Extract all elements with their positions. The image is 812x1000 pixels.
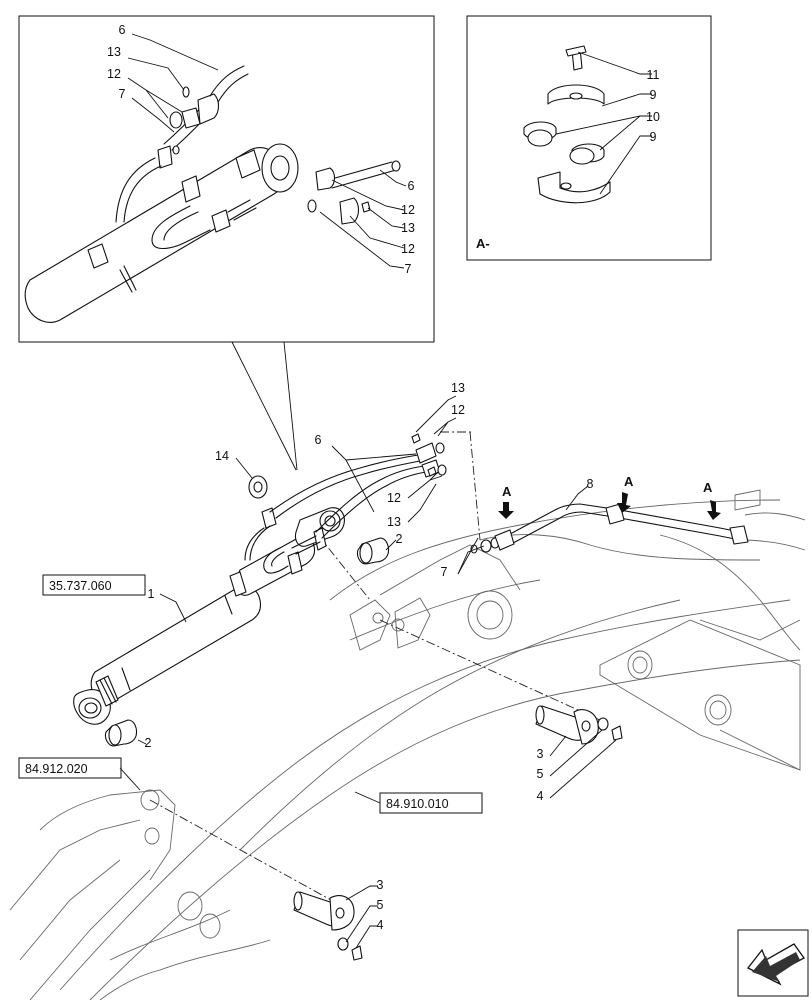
part-callout-number[interactable]: 13 [387,515,401,529]
part-callout-number[interactable]: 11 [647,68,660,82]
part-callout-number[interactable]: 13 [107,45,121,59]
part-callout-number[interactable]: 5 [377,898,384,912]
callout-leader [599,115,641,151]
bushing[interactable] [356,537,390,565]
callout-leader [549,735,567,757]
pin-washer[interactable] [337,937,349,951]
callout-leader [127,57,185,91]
callout-leader [385,539,397,551]
part-callout-number[interactable]: 14 [215,449,229,463]
boom-structure [9,489,806,1000]
part-callout-number[interactable]: 3 [537,747,544,761]
part-callout-number[interactable]: 12 [401,242,415,256]
part-callout-number[interactable]: 7 [119,87,126,101]
part-callout-number[interactable]: 9 [650,88,657,102]
svg-text:A: A [502,484,512,499]
part-callout-number[interactable]: 6 [408,179,415,193]
part-callout-number[interactable]: 13 [451,381,465,395]
callout-leader [407,471,439,499]
part-callout-number[interactable]: 3 [377,878,384,892]
view-a-arrow: A [617,474,634,513]
callout-leader [367,207,405,229]
part-callout-number[interactable]: 9 [650,130,657,144]
callout-leader [407,483,437,523]
retaining-bolt[interactable] [611,725,623,741]
callout-leader [379,169,407,187]
svg-text:A: A [703,480,713,495]
part-callout-number[interactable]: 12 [107,67,121,81]
part-callout-number[interactable]: 12 [401,203,415,217]
callout-leader [437,421,449,437]
reference-box-cylinder[interactable]: 35.737.060 [42,574,146,596]
callout-leader [235,457,253,479]
part-callout-number[interactable]: 2 [396,532,403,546]
view-a-arrow: A [498,484,514,519]
callout-leader [331,445,375,513]
callout-leader [549,739,617,799]
cylinder-head-end [229,507,345,597]
callout-leader [577,51,652,75]
callout-leader [137,739,147,745]
part-callout-number[interactable]: 4 [537,789,544,803]
part-callout-number[interactable]: 8 [587,477,594,491]
bushing[interactable] [104,719,138,747]
callout-leader [159,593,187,623]
callout-leader [355,925,378,949]
callout-leader [345,885,378,901]
part-callout-number[interactable]: 5 [537,767,544,781]
thrust-washer[interactable] [248,475,268,499]
next-page-arrow-icon[interactable] [737,929,809,997]
callout-leader [345,453,417,461]
view-a-inset: A- [466,15,712,261]
callout-leader [331,179,405,211]
hydraulic-hoses [269,433,447,539]
callout-leader [549,729,603,777]
part-callout-number[interactable]: 6 [315,433,322,447]
callout-leader [131,33,219,71]
part-callout-number[interactable]: 10 [646,110,660,124]
part-callout-number[interactable]: 12 [451,403,465,417]
callout-leader [131,97,175,133]
part-callout-number[interactable]: 6 [119,23,126,37]
callout-leader [429,475,443,481]
svg-text:84.912.020: 84.912.020 [25,762,88,776]
svg-text:A: A [624,474,634,489]
callout-leader [599,135,652,195]
pivot-pin[interactable] [535,705,599,745]
reference-box-boom[interactable]: 84.910.010 [379,792,483,814]
callout-leader [565,485,589,511]
callout-leader [415,395,457,433]
callout-leader [349,215,405,249]
callout-leader [319,211,405,269]
svg-text:84.910.010: 84.910.010 [386,797,449,811]
boom-cylinder[interactable] [73,585,262,725]
callout-leader [457,545,485,575]
svg-text:35.737.060: 35.737.060 [49,579,112,593]
reference-box-boom-pin[interactable]: 84.912.020 [18,757,122,779]
part-callout-number[interactable]: 13 [401,221,415,235]
part-callout-number[interactable]: 12 [387,491,401,505]
pin-washer[interactable] [597,717,609,731]
part-callout-number[interactable]: 4 [377,918,384,932]
callout-leader [457,537,479,575]
part-callout-number[interactable]: 2 [145,736,152,750]
part-callout-number[interactable]: 1 [148,587,155,601]
retaining-bolt[interactable] [351,945,363,961]
detail-inset [18,15,435,343]
callout-leader [145,89,169,119]
callout-layer: 6131276121312711910913121461213278123543… [107,23,660,949]
view-a-arrow: A [703,480,721,520]
callout-leader [601,93,652,107]
callout-leader [345,905,378,943]
part-callout-number[interactable]: 7 [441,565,448,579]
part-callout-number[interactable]: 7 [405,262,412,276]
pivot-pin[interactable] [293,891,355,931]
view-a-label: A- [476,236,490,251]
